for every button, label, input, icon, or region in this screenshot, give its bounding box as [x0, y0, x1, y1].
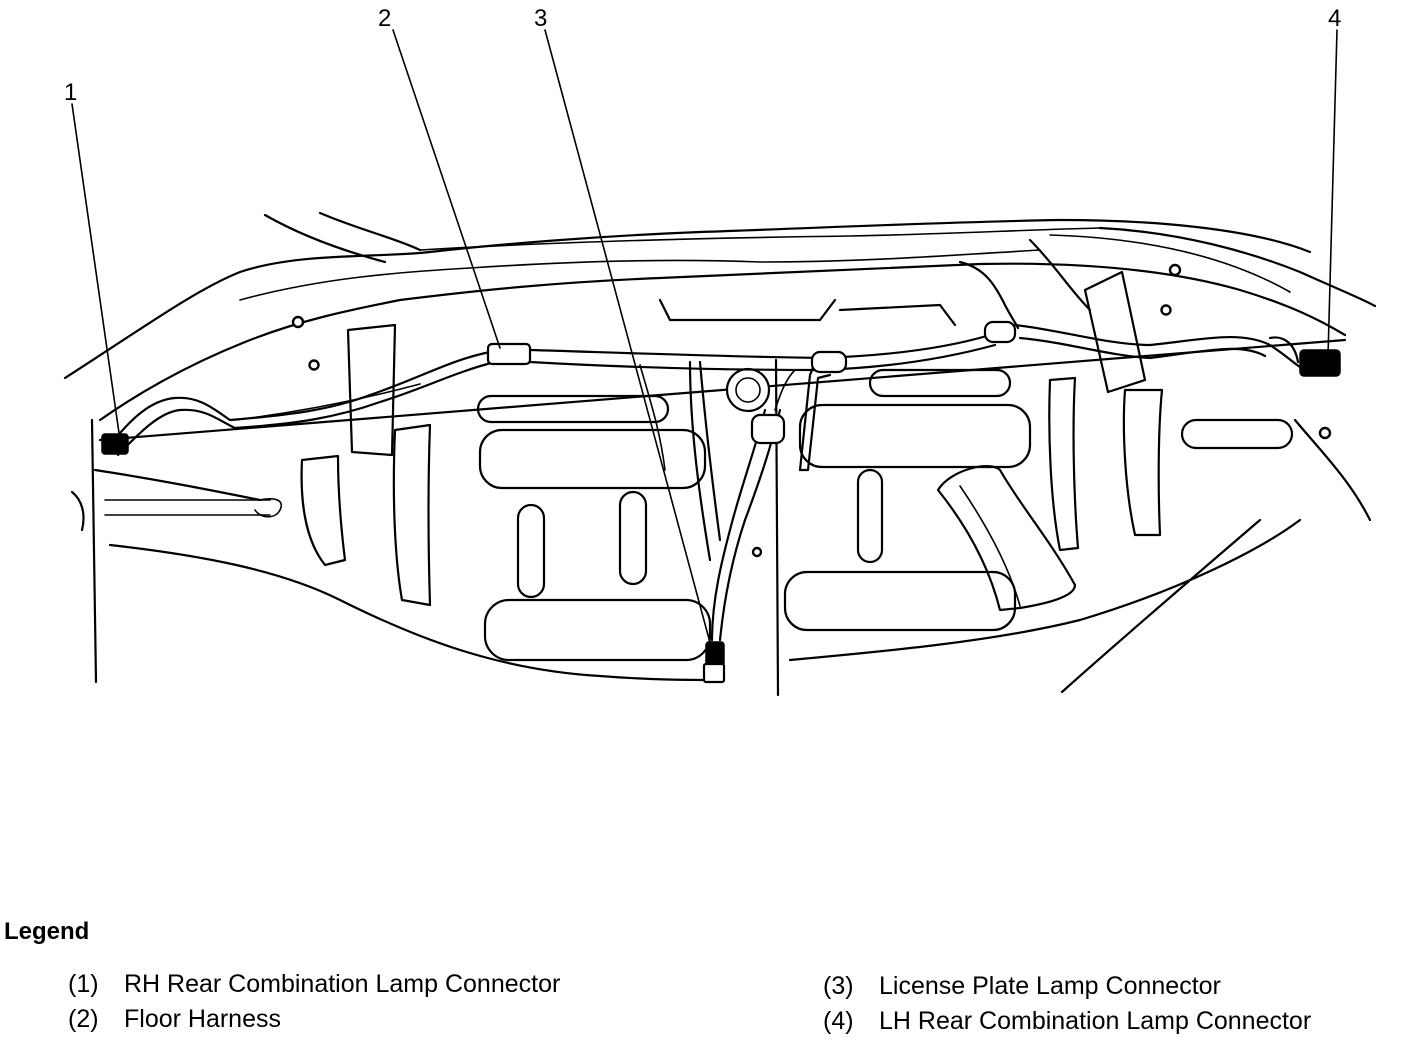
legend-item-label: RH Rear Combination Lamp Connector [124, 970, 561, 998]
legend-item-2: (2) Floor Harness [68, 1005, 281, 1034]
panel-slots [300, 270, 1294, 662]
legend-item-number: (1) [68, 970, 99, 998]
callouts: 1 2 3 4 [64, 5, 1341, 651]
legend-title: Legend [4, 918, 90, 945]
floor-harness-wiring [108, 238, 1307, 642]
panel-holes [291, 263, 1332, 558]
legend-item-number: (4) [823, 1007, 854, 1035]
license-plate-lamp-connector [705, 641, 725, 667]
legend-item-label: LH Rear Combination Lamp Connector [879, 1007, 1312, 1035]
legend-item-3: (3) License Plate Lamp Connector [823, 972, 1221, 1001]
callout-3: 3 [534, 5, 547, 32]
rear-panel-wiring-diagram: 1 2 3 4 [63, 5, 1377, 697]
upper-body-contours [63, 211, 1377, 422]
rh-rear-lamp-connector [101, 433, 129, 455]
callout-2: 2 [378, 5, 391, 32]
legend-item-number: (3) [823, 972, 854, 1000]
floor-harness-connector [486, 342, 532, 366]
callout-1: 1 [64, 79, 77, 106]
legend-item-label: License Plate Lamp Connector [879, 972, 1221, 1000]
callout-4: 4 [1328, 5, 1341, 32]
legend-item-number: (2) [68, 1005, 99, 1033]
legend-item-1: (1) RH Rear Combination Lamp Connector [68, 970, 560, 999]
legend-item-label: Floor Harness [124, 1005, 281, 1033]
lh-rear-lamp-connector [1299, 349, 1341, 377]
connectors [101, 320, 1341, 684]
legend-item-4: (4) LH Rear Combination Lamp Connector [823, 1007, 1311, 1036]
